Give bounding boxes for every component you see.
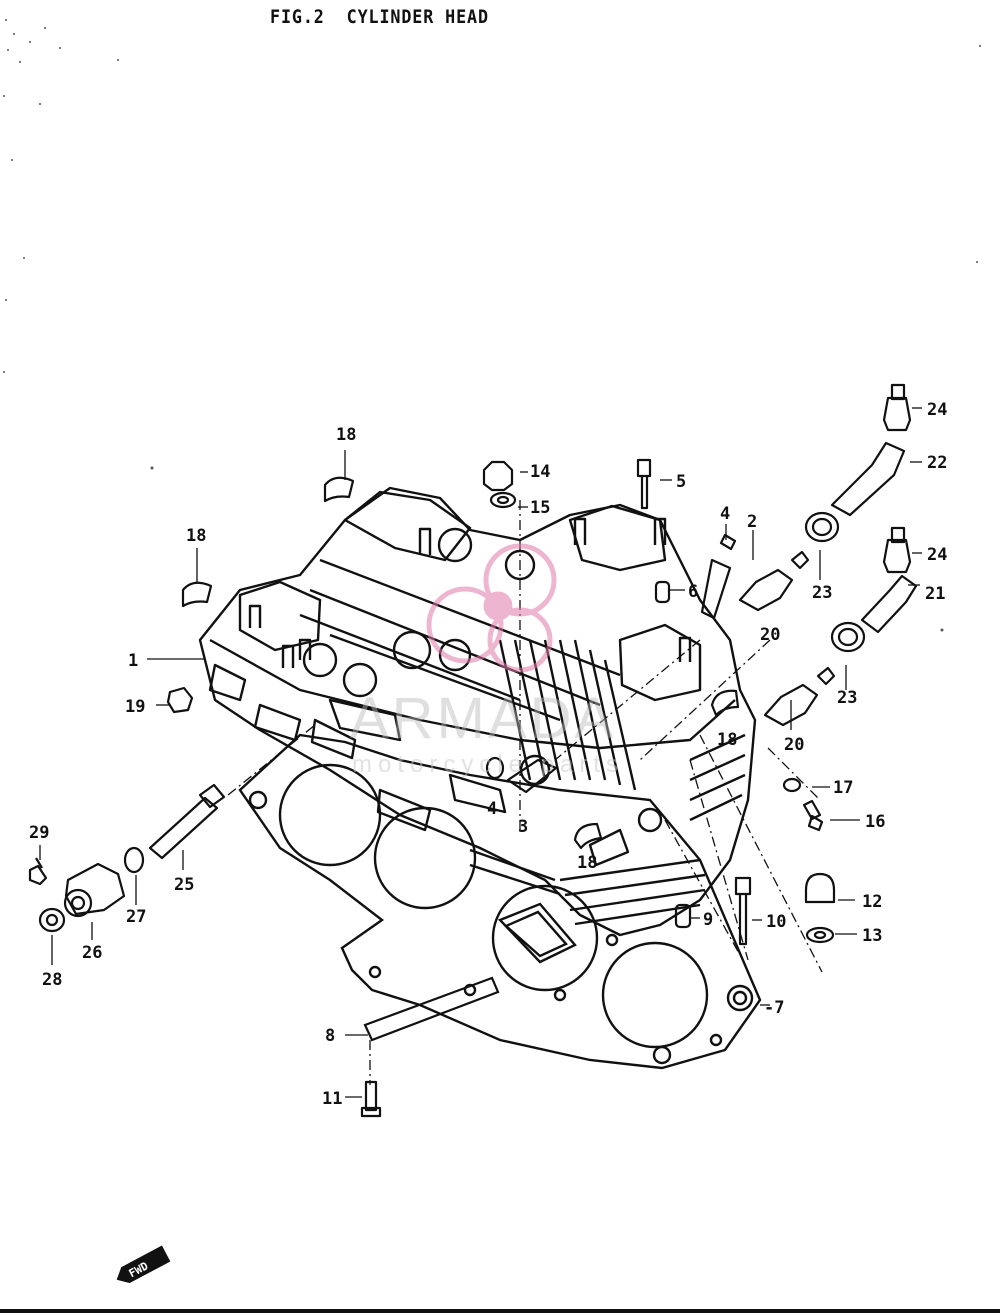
half-moon-plug-right xyxy=(710,689,740,717)
watermark: ARMADA motorcycle parts xyxy=(350,543,624,778)
watermark-brand: ARMADA xyxy=(350,686,616,751)
callout-21: 21 xyxy=(925,584,945,604)
callout-labels: 1 2 3 4 4 5 6 -7 8 9 10 11 12 13 14 15 1… xyxy=(29,400,947,1109)
half-moon-plug-front xyxy=(573,822,603,850)
callout-6: 6 xyxy=(688,582,698,602)
callout-11: 11 xyxy=(322,1089,342,1109)
leader-lines xyxy=(39,407,922,1098)
figure-title: FIG.2 CYLINDER HEAD xyxy=(270,6,489,28)
frame-bottom-border xyxy=(0,1309,1000,1313)
callout-15: 15 xyxy=(530,498,550,518)
head-gasket xyxy=(238,733,762,1070)
callout-23-lower: 23 xyxy=(837,688,857,708)
callout-24-lower: 24 xyxy=(927,545,947,565)
plug-19 xyxy=(166,686,194,714)
callout-4-upper: 4 xyxy=(720,504,730,524)
scan-noise xyxy=(3,19,981,632)
callout-1: 1 xyxy=(128,651,138,671)
callout-7: -7 xyxy=(764,998,784,1018)
callout-18-left: 18 xyxy=(186,526,206,546)
half-moon-plug-top xyxy=(323,476,355,503)
callout-16: 16 xyxy=(865,812,885,832)
callout-17: 17 xyxy=(833,778,853,798)
callout-24-upper: 24 xyxy=(927,400,947,420)
callout-26: 26 xyxy=(82,943,102,963)
callout-3: 3 xyxy=(518,817,528,837)
callout-8: 8 xyxy=(325,1026,335,1046)
callout-4-lower: 4 xyxy=(487,799,497,819)
callout-20-lower: 20 xyxy=(784,735,804,755)
callout-14: 14 xyxy=(530,462,550,482)
callout-20-upper: 20 xyxy=(760,625,780,645)
gasket-strip xyxy=(363,976,500,1042)
callout-18-right: 18 xyxy=(717,730,737,750)
watermark-tagline: motorcycle parts xyxy=(352,751,624,778)
watermark-logo-icon xyxy=(426,543,557,673)
callout-18-front: 18 xyxy=(577,853,597,873)
callout-12: 12 xyxy=(862,892,882,912)
callout-2: 2 xyxy=(747,512,757,532)
callout-25: 25 xyxy=(174,875,194,895)
callout-22: 22 xyxy=(927,453,947,473)
plug-cap-2 xyxy=(700,558,732,620)
callout-18-top: 18 xyxy=(336,425,356,445)
callout-19: 19 xyxy=(125,697,145,717)
cap-nut-14 xyxy=(482,460,514,492)
callout-10: 10 xyxy=(766,912,786,932)
callout-29: 29 xyxy=(29,823,49,843)
fwd-arrow-icon: FWD xyxy=(116,1245,171,1284)
callout-9: 9 xyxy=(703,910,713,930)
cylinder-head xyxy=(198,486,757,937)
callout-13: 13 xyxy=(862,926,882,946)
callout-28: 28 xyxy=(42,970,62,990)
small-parts xyxy=(28,383,918,1118)
callout-23-upper: 23 xyxy=(812,583,832,603)
half-moon-plug-left xyxy=(181,581,213,608)
callout-5: 5 xyxy=(676,472,686,492)
callout-27: 27 xyxy=(126,907,146,927)
